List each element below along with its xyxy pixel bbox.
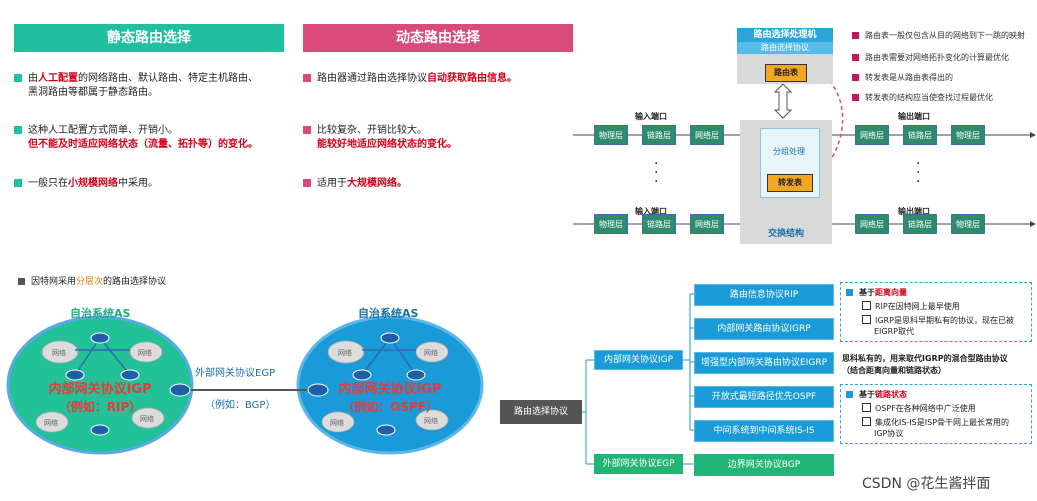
input-port-2-label: 输入端口 [635,207,667,216]
output-ports-ellipsis: ··· [916,156,921,190]
tree-egp: 外部网关协议EGP [594,454,683,474]
igp-left-example: （例如：RIP） [58,400,142,414]
input-port-1-label: 输入端口 [635,112,667,121]
dynamic-bullet-3: 适用于大规模网络。 [303,177,583,191]
output-port-1-label: 输出端口 [898,112,930,121]
tree-eigrp: 增强型内部网关路由协议EIGRP [694,352,834,374]
egp-example: （例如：BGP） [205,400,276,411]
igp-left-label: 内部网关协议IGP [48,382,152,397]
link-state-heading: 基于链路状态 [846,389,907,400]
cloud-label: 网络 [44,419,58,427]
link-state-note-1: OSPF在各种网络中广泛使用 [862,403,976,414]
cloud-label: 网络 [52,349,66,357]
input-1-network: 网络层 [690,125,724,145]
tree-igrp: 内部网关路由协议IGRP [694,318,834,340]
output-1-network: 网络层 [855,125,889,145]
eigrp-note: 思科私有的，用来取代IGRP的混合型路由协议（结合距离向量和链路状态） [842,354,1008,375]
igp-right-example: （例如：OSPF） [342,400,438,414]
router-note-2: 路由表需要对网络拓扑变化的计算最优化 [852,52,1009,63]
input-2-physical: 物理层 [594,214,628,234]
dynamic-bullet-2: 比较复杂、开销比较大。 能较好地适应网络状态的变化。 [303,124,583,152]
output-2-link: 链路层 [903,214,937,234]
tree-bgp: 边界网关协议BGP [694,454,834,476]
input-ports-ellipsis: ··· [654,156,659,190]
autonomous-systems-graphic [6,315,484,455]
routing-protocol-label: 路由选择协议 [737,42,833,54]
output-port-2-label: 输出端口 [898,207,930,216]
igp-right-label: 内部网关协议IGP [338,382,442,397]
as-right-label: 自治系统AS [358,307,419,320]
tree-root: 路由选择协议 [500,400,582,424]
distance-vector-heading: 基于距离向量 [846,287,907,298]
cloud-label: 网络 [330,419,344,427]
router-note-4: 转发表的结构应当使查找过程最优化 [852,92,993,103]
cloud-label: 网络 [140,415,154,423]
tree-rip: 路由信息协议RIP [694,284,834,306]
forwarding-table: 转发表 [767,174,813,192]
output-2-physical: 物理层 [951,214,985,234]
routing-table: 路由表 [765,64,807,82]
input-1-physical: 物理层 [594,125,628,145]
packet-processing-label: 分组处理 [773,147,805,156]
output-1-link: 链路层 [903,125,937,145]
static-bullet-1: 由人工配置的网络路由、默认路由、特定主机路由、 黑洞路由等都属于静态路由。 [14,72,294,100]
routing-processor-title: 路由选择处理机 [737,28,833,42]
output-1-physical: 物理层 [951,125,985,145]
cloud-label: 网络 [424,417,438,425]
link-state-group [840,384,1032,444]
cloud-label: 网络 [138,349,152,357]
cloud-label: 网络 [424,349,438,357]
input-2-network: 网络层 [690,214,724,234]
cloud-label: 网络 [338,349,352,357]
watermark: CSDN @花生酱拌面 [862,476,991,492]
tree-igp: 内部网关协议IGP [594,350,683,370]
distance-vector-note-1: RIP在因特网上最早使用 [862,301,960,312]
distance-vector-group [840,282,1032,342]
hierarchical-title: 因特网采用分层次的路由选择协议 [18,274,166,287]
dynamic-bullet-1: 路由器通过路由选择协议自动获取路由信息。 [303,72,583,86]
tree-isis: 中间系统到中间系统IS-IS [694,420,834,442]
static-bullet-3: 一般只在小规模网络中采用。 [14,177,294,191]
protocol-tree-lines [582,293,694,465]
input-2-link: 链路层 [642,214,676,234]
static-routing-header: 静态路由选择 [14,24,284,52]
as-left-label: 自治系统AS [70,307,131,320]
output-2-network: 网络层 [855,214,889,234]
static-bullet-2: 这种人工配置方式简单、开销小。 但不能及时适应网络状态（流量、拓扑等）的变化。 [14,124,299,152]
switch-fabric-label: 交换结构 [767,229,804,239]
input-1-link: 链路层 [642,125,676,145]
router-note-3: 转发表是从路由表得出的 [852,72,953,83]
egp-label: 外部网关协议EGP [195,368,276,379]
dynamic-routing-header: 动态路由选择 [303,24,573,52]
router-note-1: 路由表一般仅包含从目的网络到下一跳的映射 [852,30,1025,41]
tree-ospf: 开放式最短路径优先OSPF [694,386,834,408]
